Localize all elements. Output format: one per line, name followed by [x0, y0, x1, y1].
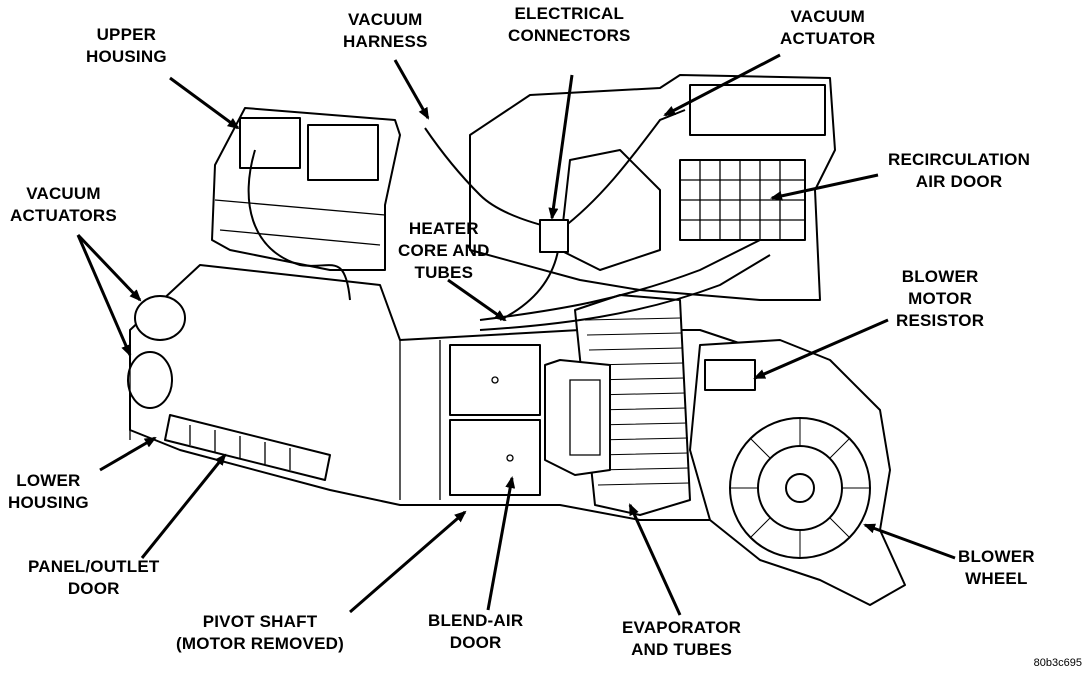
label-vacuum-actuator-line2: ACTUATOR: [780, 29, 876, 48]
blower-housing-drawing: [689, 339, 906, 606]
label-upper-housing-line2: HOUSING: [86, 47, 167, 66]
label-heater-core-line3: TUBES: [414, 263, 474, 282]
figure-code: 80b3c695: [1033, 657, 1082, 669]
label-pivot-shaft-line2: (MOTOR REMOVED): [176, 634, 344, 653]
label-heater-core-and-tubes: HEATER CORE AND TUBES: [398, 218, 490, 284]
label-electrical-connectors-line1: ELECTRICAL: [514, 4, 625, 23]
upper-housing-drawing: [211, 107, 401, 271]
label-evaporator-line1: EVAPORATOR: [622, 618, 742, 637]
label-heater-core-line1: HEATER: [408, 219, 479, 238]
label-blend-air-door-line2: DOOR: [449, 633, 502, 652]
label-blend-air-door: BLEND-AIR DOOR: [428, 610, 523, 654]
label-vacuum-actuators: VACUUM ACTUATORS: [10, 183, 117, 227]
label-pivot-shaft-line1: PIVOT SHAFT: [202, 612, 318, 631]
label-vacuum-harness-line1: VACUUM: [347, 10, 423, 29]
label-recirculation-air-door-line2: AIR DOOR: [915, 172, 1003, 191]
label-evaporator-line2: AND TUBES: [631, 640, 733, 659]
label-lower-housing-line1: LOWER: [16, 471, 81, 490]
label-electrical-connectors: ELECTRICAL CONNECTORS: [508, 3, 631, 47]
label-evaporator-and-tubes: EVAPORATOR AND TUBES: [622, 617, 741, 661]
label-vacuum-actuators-line2: ACTUATORS: [10, 206, 117, 225]
label-blend-air-door-line1: BLEND-AIR: [428, 611, 524, 630]
label-panel-outlet-door-line1: PANEL/OUTLET: [28, 557, 160, 576]
label-electrical-connectors-line2: CONNECTORS: [508, 26, 631, 45]
label-panel-outlet-door-line2: DOOR: [67, 579, 120, 598]
label-blower-motor-resistor: BLOWER MOTOR RESISTOR: [896, 266, 984, 332]
label-heater-core-line2: CORE AND: [398, 241, 490, 260]
label-blower-motor-resistor-line2: MOTOR: [908, 289, 973, 308]
label-blower-wheel: BLOWER WHEEL: [958, 546, 1035, 590]
label-vacuum-actuator: VACUUM ACTUATOR: [780, 6, 875, 50]
label-vacuum-actuators-line1: VACUUM: [26, 184, 101, 203]
label-vacuum-harness: VACUUM HARNESS: [343, 9, 428, 53]
recirculation-housing-drawing: [469, 74, 836, 301]
label-upper-housing-line1: UPPER: [96, 25, 157, 44]
label-blower-wheel-line1: BLOWER: [958, 547, 1035, 566]
vacuum-actuators-drawing: [127, 295, 186, 440]
leader-lines: [76, 53, 956, 616]
label-panel-outlet-door: PANEL/OUTLET DOOR: [28, 556, 159, 600]
label-recirculation-air-door-line1: RECIRCULATION: [888, 150, 1031, 169]
label-blower-wheel-line2: WHEEL: [965, 569, 1028, 588]
label-recirculation-air-door: RECIRCULATION AIR DOOR: [888, 149, 1030, 193]
label-vacuum-actuator-line1: VACUUM: [790, 7, 865, 26]
label-upper-housing: UPPER HOUSING: [86, 24, 167, 68]
vacuum-harness-drawing: [247, 109, 771, 331]
label-blower-motor-resistor-line3: RESISTOR: [896, 311, 985, 330]
evaporator-drawing: [544, 294, 691, 516]
label-vacuum-harness-line2: HARNESS: [343, 32, 428, 51]
label-lower-housing: LOWER HOUSING: [8, 470, 89, 514]
label-blower-motor-resistor-line1: BLOWER: [901, 267, 979, 286]
label-pivot-shaft: PIVOT SHAFT (MOTOR REMOVED): [176, 611, 344, 655]
label-lower-housing-line2: HOUSING: [8, 493, 89, 512]
